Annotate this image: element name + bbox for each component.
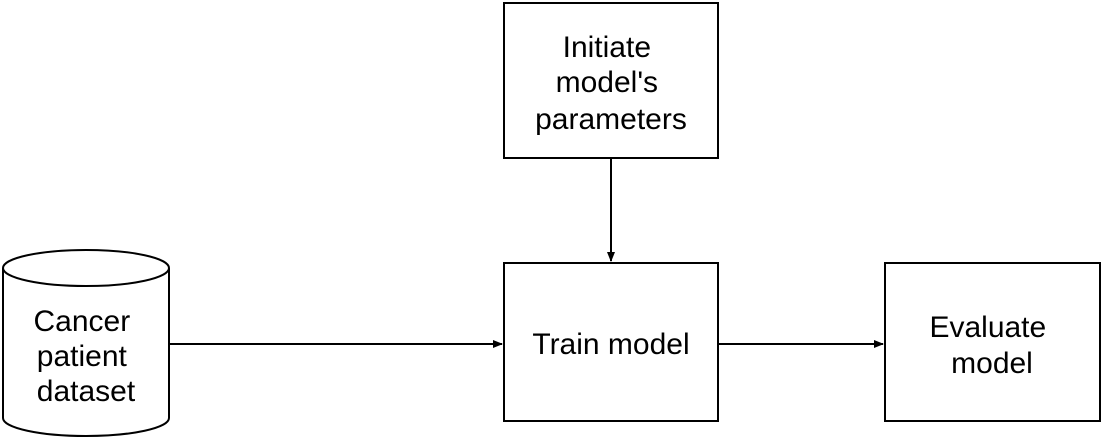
dataset-label-line: Cancer [33, 305, 130, 338]
dataset-label-line: patient [37, 340, 128, 373]
evaluate-model-label-line: model [951, 347, 1033, 380]
init-params-label-line: model's [556, 66, 658, 99]
init-params-label-line: parameters [535, 103, 687, 136]
dataset-label: Cancer patient dataset [33, 305, 138, 408]
train-model-box: Train model [503, 262, 719, 422]
dataset-label-line: dataset [37, 375, 136, 408]
init-params-box: Initiate model's parameters [503, 2, 719, 159]
train-model-label-line: Train model [532, 328, 689, 361]
evaluate-model-label-line: Evaluate [929, 311, 1046, 344]
evaluate-model-box: Evaluate model [884, 262, 1101, 422]
train-model-label: Train model [532, 328, 689, 361]
evaluate-model-label: Evaluate model [929, 311, 1054, 380]
dataset-cylinder: Cancer patient dataset [2, 249, 170, 437]
init-params-label-line: Initiate [563, 31, 651, 64]
init-params-label: Initiate model's parameters [535, 31, 687, 136]
